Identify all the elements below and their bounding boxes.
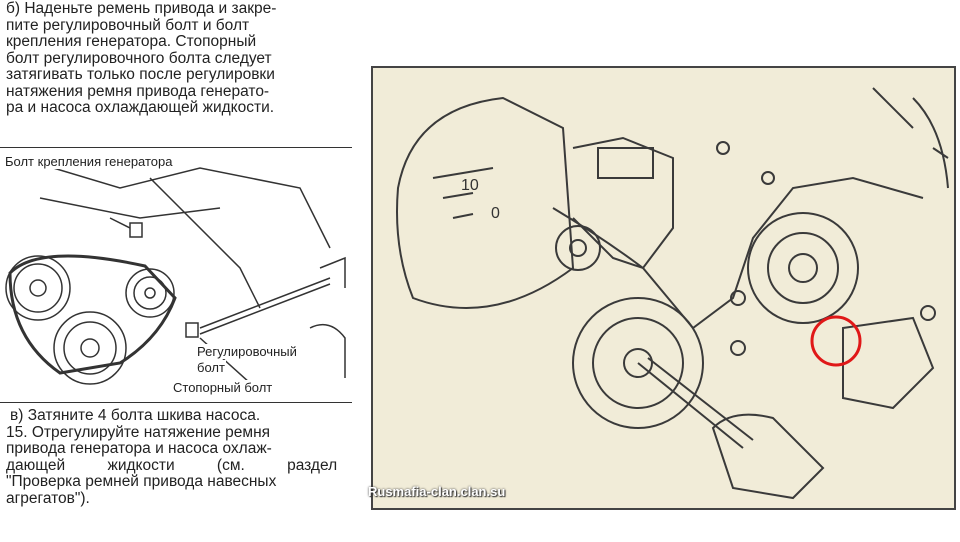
text-line: дающей жидкости (см. раздел [6,456,338,474]
text-line: пите регулировочный болт и болт [6,16,250,34]
text-line: болт регулировочного болта следует [6,49,272,67]
text-line: "Проверка ремней привода навесных [6,473,277,490]
label-adjusting-bolt-2: болт [196,360,226,375]
text-line: крепления генератора. Стопорный [6,33,257,50]
engine-drawing: 10 0 [396,87,949,500]
text-line: натяжения ремня привода генерато- [6,82,270,100]
text-line: агрегатов"). [6,489,90,507]
engine-illustration: 10 0 [371,66,956,510]
text-line: б) Наденьте ремень привода и закре- [6,0,277,17]
text-line: привода генератора и насоса охлаж- [6,440,272,457]
belt-diagram: Болт крепления генератора Регулировочный… [0,147,352,403]
scale-mark-10: 10 [461,177,479,194]
text-line: ра и насоса охлаждающей жидкости. [6,99,275,116]
instruction-text-top: б) Наденьте ремень привода и закре- пите… [6,0,356,117]
label-lock-bolt: Стопорный болт [172,380,274,395]
label-generator-bolt: Болт крепления генератора [4,154,174,169]
text-line: 15. Отрегулируйте натяжение ремня [6,423,271,441]
label-adjusting-bolt: Регулировочный [196,344,298,359]
highlight-circle [810,315,862,367]
instruction-text-bottom: в) Затяните 4 болта шкива насоса. 15. От… [6,407,356,507]
text-line: затягивать только после регулировки [6,66,275,83]
watermark: Rusmafia-clan.clan.su [368,484,506,499]
scale-mark-0: 0 [491,205,500,222]
belt-diagram-drawing [5,157,346,385]
text-line: в) Затяните 4 болта шкива насоса. [10,407,261,424]
